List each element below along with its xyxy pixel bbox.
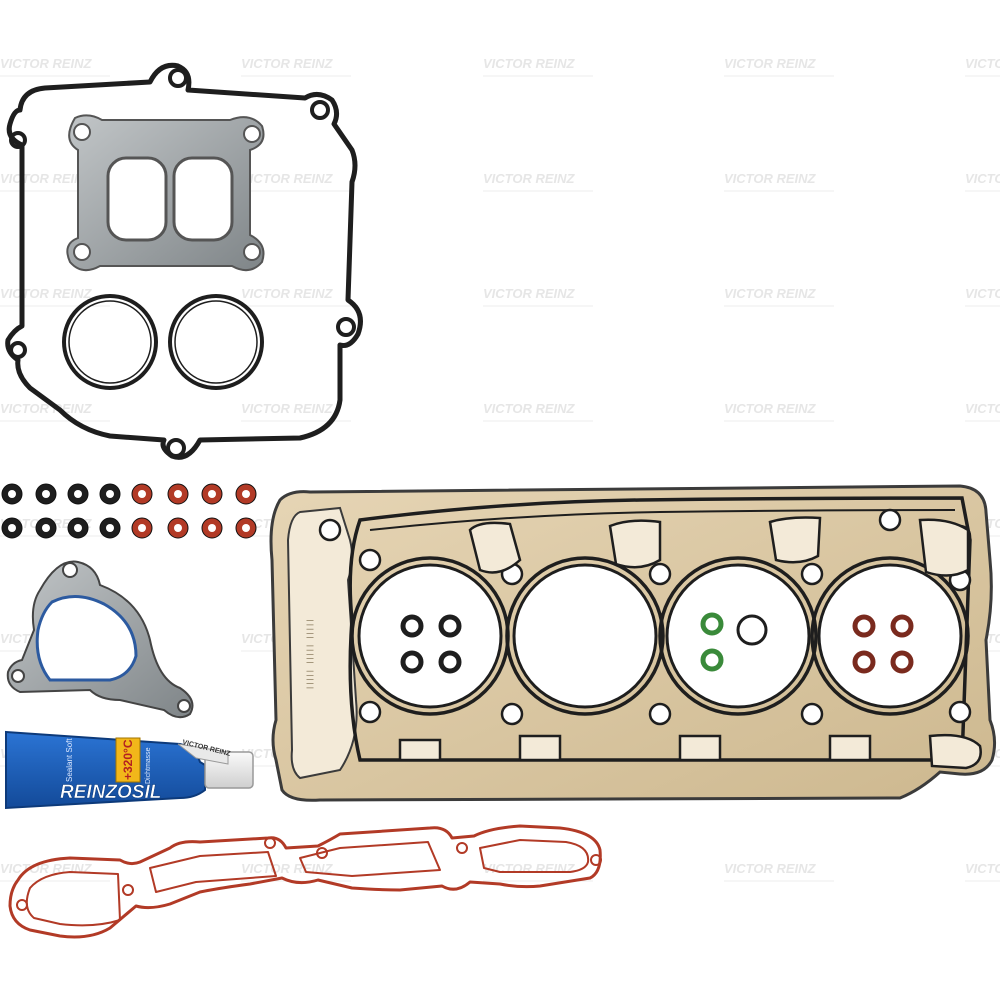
cylinder-head-gasket: ||||| ||||| |||||: [269, 484, 997, 802]
watermark-text: VICTOR REINZ: [483, 861, 576, 876]
watermark-text: VICTOR REINZ: [0, 56, 93, 71]
red-valve-seal: [201, 517, 223, 539]
red-valve-seal: [235, 517, 257, 539]
black-valve-seal: [67, 517, 89, 539]
gasket-stamp: ||||| ||||| |||||: [307, 619, 315, 690]
watermark-text: VICTOR REINZ: [965, 56, 1000, 71]
tube-temperature: +320°C: [121, 739, 135, 780]
large-o-rings: [62, 294, 264, 390]
watermark-text: VICTOR REINZ: [0, 861, 93, 876]
watermark-text: VICTOR REINZ: [0, 286, 93, 301]
watermark-text: VICTOR REINZ: [724, 401, 817, 416]
tube-brand: REINZOSIL: [60, 782, 161, 803]
sealant-tube: +320°C REINZOSIL Sealant Soft Dichtmasse…: [5, 730, 254, 810]
watermark-text: VICTOR REINZ: [241, 171, 334, 186]
bore-seals: [400, 612, 914, 674]
watermark-text: VICTOR REINZ: [483, 56, 576, 71]
watermark-text: VICTOR REINZ: [965, 401, 1000, 416]
black-valve-seal: [35, 517, 57, 539]
valve-stem-seals: [1, 483, 257, 539]
watermark-text: VICTOR REINZ: [0, 401, 93, 416]
watermark-text: VICTOR REINZ: [965, 861, 1000, 876]
black-valve-seal: [35, 483, 57, 505]
watermark-text: VICTOR REINZ: [483, 286, 576, 301]
watermark-text: VICTOR REINZ: [724, 861, 817, 876]
watermark-text: VICTOR REINZ: [724, 286, 817, 301]
black-valve-seal: [67, 483, 89, 505]
watermark-text: VICTOR REINZ: [241, 401, 334, 416]
valve-cover-gasket: [5, 62, 363, 460]
black-valve-seal: [1, 517, 23, 539]
watermark-text: VICTOR REINZ: [241, 56, 334, 71]
watermark-text: VICTOR REINZ: [965, 286, 1000, 301]
watermark-text: VICTOR REINZ: [483, 171, 576, 186]
intake-manifold-gasket: [8, 824, 602, 939]
watermark-text: VICTOR REINZ: [724, 56, 817, 71]
red-valve-seal: [131, 517, 153, 539]
red-valve-seal: [235, 483, 257, 505]
red-valve-seal: [131, 483, 153, 505]
red-valve-seal: [167, 483, 189, 505]
tube-side-text-b: Dichtmasse: [145, 747, 152, 784]
black-valve-seal: [1, 483, 23, 505]
watermark-text: VICTOR REINZ: [965, 171, 1000, 186]
watermark-text: VICTOR REINZ: [724, 171, 817, 186]
vacuum-pump-gasket: [6, 560, 194, 719]
exhaust-flange-gasket: [66, 114, 265, 272]
watermark-text: VICTOR REINZ: [483, 401, 576, 416]
black-valve-seal: [99, 517, 121, 539]
red-valve-seal: [201, 483, 223, 505]
tube-side-text-a: Sealant Soft: [65, 738, 74, 782]
watermark-text: VICTOR REINZ: [241, 286, 334, 301]
red-valve-seal: [167, 517, 189, 539]
black-valve-seal: [99, 483, 121, 505]
